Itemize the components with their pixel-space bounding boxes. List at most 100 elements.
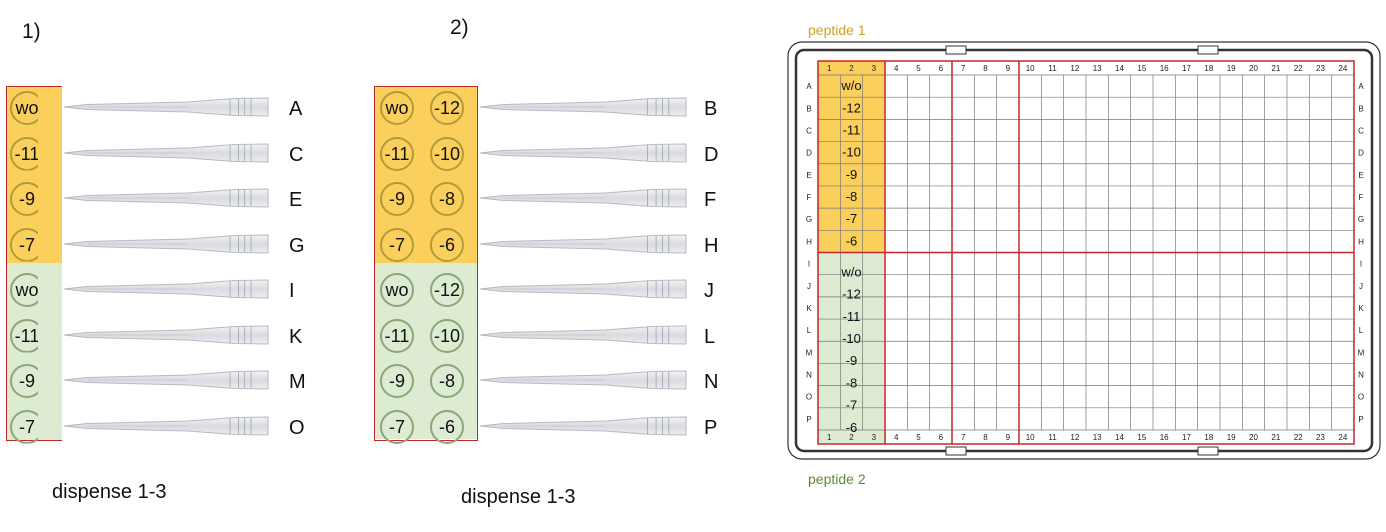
column-number-bottom: 12: [1070, 433, 1079, 442]
peptide-1-concentration: -11: [843, 122, 861, 137]
tip-row-letter: A: [289, 98, 303, 120]
peptide-2-region: [818, 252, 885, 444]
plate-notch: [1197, 45, 1219, 55]
column-number-top: 3: [872, 64, 877, 73]
row-letter-left: L: [807, 326, 812, 335]
source-well: -9: [10, 364, 38, 398]
row-letter-right: A: [1358, 82, 1364, 91]
source-well: -7: [10, 409, 38, 444]
row-letter-left: D: [806, 149, 812, 158]
pipette-tip-icon: [62, 96, 272, 123]
column-number-bottom: 11: [1048, 433, 1057, 442]
column-number-top: 9: [1006, 64, 1011, 73]
column-number-bottom: 13: [1093, 433, 1102, 442]
pipette-tip-icon: [478, 233, 690, 260]
peptide-2-concentration: -12: [842, 287, 861, 302]
row-letter-right: N: [1358, 371, 1364, 380]
row-letter-right: D: [1358, 149, 1364, 158]
column-number-bottom: 21: [1271, 433, 1280, 442]
row-letter-right: G: [1358, 215, 1364, 224]
source-well: -12: [430, 91, 464, 125]
column-number-top: 22: [1294, 64, 1303, 73]
row-letter-right: M: [1358, 348, 1365, 357]
peptide-1-concentration: -6: [846, 233, 858, 248]
source-well: -9: [380, 182, 414, 216]
column-number-bottom: 1: [827, 433, 832, 442]
column-number-top: 21: [1271, 64, 1280, 73]
column-number-bottom: 6: [939, 433, 944, 442]
column-number-bottom: 16: [1160, 433, 1169, 442]
column-number-bottom: 15: [1137, 433, 1146, 442]
column-number-top: 24: [1338, 64, 1347, 73]
plate-inner-frame: [794, 48, 1374, 453]
source-well: wo: [10, 91, 38, 125]
tip-row-letter: H: [704, 234, 719, 257]
source-well: wo: [380, 91, 414, 125]
row-letter-left: M: [806, 348, 813, 357]
tip-row-letter: I: [289, 280, 295, 302]
column-number-top: 14: [1115, 64, 1124, 73]
row-letter-left: J: [807, 282, 811, 291]
row-letter-right: K: [1358, 304, 1364, 313]
column-number-top: 15: [1137, 64, 1146, 73]
tip-row-letter: F: [704, 189, 717, 211]
row-letter-left: O: [806, 393, 812, 402]
pipette-tip-icon: [478, 369, 690, 396]
peptide-1-region: [818, 61, 885, 253]
row-letter-left: N: [806, 371, 812, 380]
column-number-top: 10: [1026, 64, 1035, 73]
row-letter-right: F: [1359, 193, 1364, 202]
panel-2-number: 2): [450, 16, 469, 39]
row-letter-left: P: [806, 415, 811, 424]
column-number-top: 5: [916, 64, 921, 73]
pipette-tip-icon: [62, 233, 272, 260]
source-well: -7: [380, 227, 414, 262]
column-number-bottom: 20: [1249, 433, 1258, 442]
row-letter-left: E: [806, 171, 811, 180]
peptide-2-concentration: -8: [846, 375, 858, 390]
row-letter-right: L: [1359, 326, 1364, 335]
plate-notch: [1197, 446, 1219, 456]
column-number-bottom: 24: [1338, 433, 1347, 442]
peptide-2-concentration: -9: [846, 353, 858, 368]
source-well: -7: [10, 227, 38, 262]
plate-notch: [945, 45, 967, 55]
pipette-tip-icon: [62, 187, 272, 214]
column-number-top: 20: [1249, 64, 1258, 73]
peptide-1-label: peptide 1: [808, 22, 866, 38]
column-number-top: 12: [1070, 64, 1079, 73]
peptide-2-concentration: -10: [842, 331, 861, 346]
row-letter-left: G: [806, 215, 812, 224]
column-number-bottom: 14: [1115, 433, 1124, 442]
row-letter-left: I: [808, 260, 810, 269]
column-number-bottom: 8: [983, 433, 988, 442]
column-number-bottom: 17: [1182, 433, 1191, 442]
row-letter-right: E: [1358, 171, 1363, 180]
pipette-tip-icon: [478, 142, 690, 169]
384-well-plate: 1122334455667788991010111112121313141415…: [787, 41, 1381, 460]
row-letter-left: B: [806, 104, 811, 113]
plate-notch: [945, 446, 967, 456]
source-well: -10: [430, 136, 464, 171]
source-well: -10: [430, 318, 464, 353]
column-number-top: 1: [827, 64, 832, 73]
source-well: -8: [430, 364, 464, 398]
tip-row-letter: E: [289, 189, 303, 211]
peptide-1-concentration: w/o: [840, 78, 861, 93]
column-number-bottom: 10: [1026, 433, 1035, 442]
pipette-tip-icon: [478, 96, 690, 123]
pipette-tip-icon: [478, 415, 690, 442]
column-number-top: 4: [894, 64, 899, 73]
column-number-top: 19: [1227, 64, 1236, 73]
column-number-top: 11: [1048, 64, 1057, 73]
column-number-bottom: 19: [1227, 433, 1236, 442]
column-number-bottom: 2: [849, 433, 854, 442]
panel-1-caption: dispense 1-3: [52, 481, 167, 503]
source-well: -9: [380, 364, 414, 398]
tip-row-letter: J: [704, 280, 714, 302]
column-number-bottom: 18: [1204, 433, 1213, 442]
source-well: wo: [380, 273, 414, 307]
tip-row-letter: G: [289, 234, 305, 257]
tip-row-letter: K: [289, 325, 303, 348]
peptide-2-label: peptide 2: [808, 471, 866, 487]
